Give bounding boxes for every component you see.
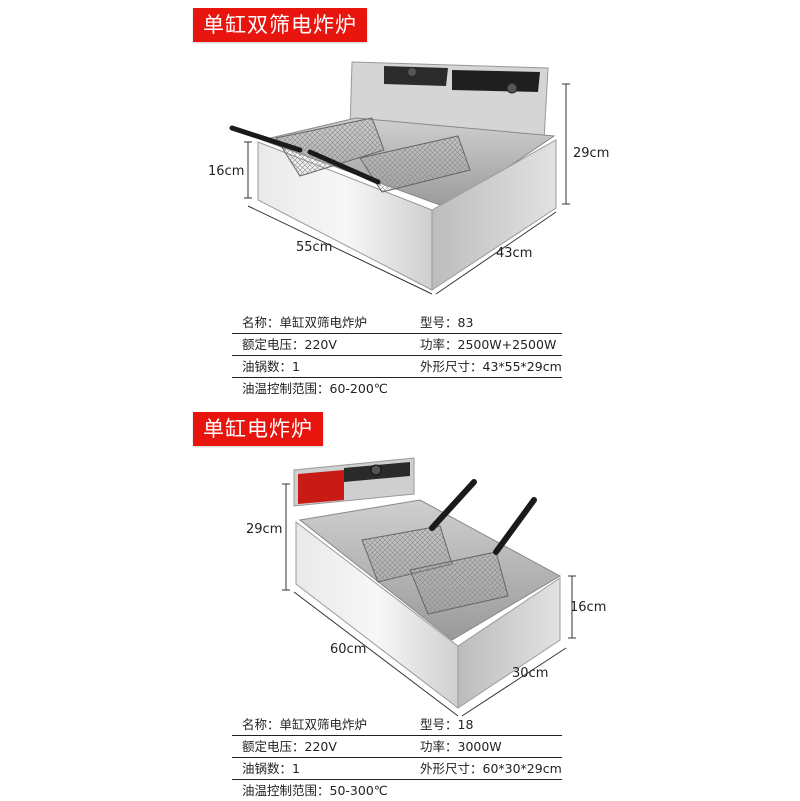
spec-pot-count: 油锅数：1	[242, 761, 300, 776]
fryer1-length-label: 43cm	[496, 246, 533, 261]
fryer2-illustration	[293, 457, 562, 710]
fryer1-spec-table: 名称：单缸双筛电炸炉 型号：83 额定电压：220V 功率：2500W+2500…	[232, 312, 562, 399]
spec-temp-range: 油温控制范围：50-300℃	[242, 783, 388, 798]
fryer1-body-side	[431, 139, 557, 291]
spec-row: 油温控制范围：50-300℃	[232, 780, 562, 801]
spec-model: 型号：18	[420, 717, 474, 732]
fryer2-depth-label: 16cm	[570, 600, 607, 615]
fryer1-basket-left	[275, 117, 385, 177]
spec-size: 外形尺寸：43*55*29cm	[420, 359, 562, 374]
spec-row: 油锅数：1 外形尺寸：60*30*29cm	[232, 758, 562, 780]
spec-name: 名称：单缸双筛电炸炉	[242, 315, 368, 330]
product1-title-banner: 单缸双筛电炸炉	[193, 8, 367, 42]
product2-title-banner: 单缸电炸炉	[193, 412, 323, 446]
fryer1-dimension-lines	[244, 83, 570, 295]
fryer1-depth-label: 16cm	[208, 164, 245, 179]
fryer1-height-label: 29cm	[573, 146, 610, 161]
fryer1-basket-handle-left[interactable]	[229, 125, 303, 153]
fryer1-knob-left-icon[interactable]	[408, 68, 416, 76]
spec-power: 功率：3000W	[420, 739, 502, 754]
fryer1-illustration	[229, 61, 557, 291]
spec-temp-range: 油温控制范围：60-200℃	[242, 381, 388, 396]
spec-size: 外形尺寸：60*30*29cm	[420, 761, 562, 776]
fryer2-red-label	[298, 470, 344, 504]
fryer2-dimension-lines	[282, 483, 576, 717]
spec-pot-count: 油锅数：1	[242, 359, 300, 374]
spec-row: 名称：单缸双筛电炸炉 型号：18	[232, 714, 562, 736]
spec-row: 油温控制范围：60-200℃	[232, 378, 562, 399]
fryer2-body-side	[457, 577, 561, 709]
spec-voltage: 额定电压：220V	[242, 337, 337, 352]
spec-voltage: 额定电压：220V	[242, 739, 337, 754]
spec-power: 功率：2500W+2500W	[420, 337, 557, 352]
spec-row: 油锅数：1 外形尺寸：43*55*29cm	[232, 356, 562, 378]
fryer2-basket-right	[409, 551, 509, 615]
fryer1-panel-right	[452, 70, 540, 92]
fryer2-height-label: 29cm	[246, 522, 283, 537]
fryer2-length-label: 30cm	[512, 666, 549, 681]
fryer2-spec-table: 名称：单缸双筛电炸炉 型号：18 额定电压：220V 功率：3000W 油锅数：…	[232, 714, 562, 801]
spec-row: 额定电压：220V 功率：2500W+2500W	[232, 334, 562, 356]
fryer1-panel-left	[384, 66, 448, 86]
fryer2-width-label: 60cm	[330, 642, 367, 657]
spec-name: 名称：单缸双筛电炸炉	[242, 717, 368, 732]
spec-row: 额定电压：220V 功率：3000W	[232, 736, 562, 758]
fryer2-basket-handle-right[interactable]	[493, 497, 537, 555]
fryer2-basket-handle-left[interactable]	[429, 479, 477, 531]
fryer1-width-label: 55cm	[296, 240, 333, 255]
spec-model: 型号：83	[420, 315, 474, 330]
spec-row: 名称：单缸双筛电炸炉 型号：83	[232, 312, 562, 334]
fryer1-knob-right-icon[interactable]	[506, 82, 518, 94]
fryer1-basket-handle-right[interactable]	[307, 149, 381, 185]
fryer2-knob-icon[interactable]	[370, 464, 382, 476]
